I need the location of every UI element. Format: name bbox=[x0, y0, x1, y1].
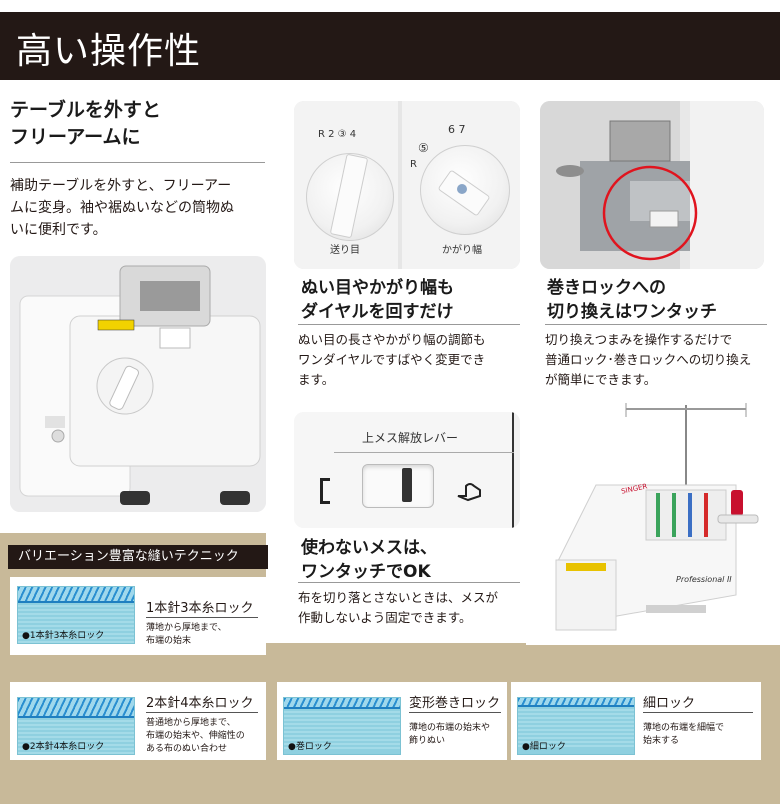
fabric-swatch: ●巻ロック bbox=[283, 697, 401, 755]
fabric-swatch: ●細ロック bbox=[517, 697, 635, 755]
technique-name: 2本針4本糸ロック bbox=[146, 696, 254, 711]
rolled-hem-body: 切り換えつまみを操作するだけで 普通ロック･巻きロックへの切り換え が簡単にでき… bbox=[545, 332, 752, 387]
knife-heading-overlay: 使わないメスは、 ワンタッチでOK bbox=[301, 538, 437, 582]
free-arm-body: 補助テーブルを外すと、フリーアー ムに変身。袖や裾ぬいなどの筒物ぬ いに便利です… bbox=[10, 178, 234, 238]
technique-name: 1本針3本糸ロック bbox=[146, 601, 254, 616]
free-arm-photo bbox=[10, 256, 266, 512]
technique-desc: 薄地の布端を細幅で 始末する bbox=[643, 723, 725, 746]
rolled-hem-heading: 巻きロックへの 切り換えはワンタッチ bbox=[547, 278, 717, 322]
knife-engaged-icon bbox=[320, 478, 330, 504]
page-header: 高い操作性 bbox=[0, 12, 780, 80]
overlock-width-label: かがり幅 bbox=[442, 245, 482, 256]
divider bbox=[298, 582, 520, 583]
overlock-width-mark-r: R bbox=[410, 159, 417, 170]
divider bbox=[334, 452, 514, 453]
stitch-length-label: 送り目 bbox=[330, 245, 360, 256]
knife-text-backdrop bbox=[266, 533, 526, 643]
rolled-hem-photo bbox=[540, 101, 764, 269]
page-title: 高い操作性 bbox=[16, 31, 202, 72]
free-arm-heading: テーブルを外すと フリーアームに bbox=[10, 99, 161, 148]
fabric-swatch: ●2本針4本糸ロック bbox=[17, 697, 135, 755]
dial-body: ぬい目の長さやかがり幅の調節も ワンダイヤルですばやく変更でき ます。 bbox=[298, 332, 486, 387]
overlock-width-panel: 6 7 ⑤ R かがり幅 bbox=[402, 101, 520, 269]
overlock-width-marks: 6 7 bbox=[448, 123, 466, 136]
hand-icon bbox=[456, 476, 482, 502]
stitch-length-panel: R 2 ③ 4 送り目 bbox=[294, 101, 398, 269]
divider bbox=[146, 712, 258, 713]
knife-release-lever[interactable] bbox=[362, 464, 434, 508]
divider bbox=[298, 324, 520, 325]
knife-body-overlay: 布を切り落とさないときは、メスが 作動しないよう固定できます。 bbox=[298, 590, 499, 625]
dial-heading: ぬい目やかがり幅も ダイヤルを回すだけ bbox=[301, 278, 454, 322]
stitch-length-marks: R 2 ③ 4 bbox=[318, 129, 357, 140]
divider bbox=[545, 324, 767, 325]
technique-name: 細ロック bbox=[643, 696, 696, 711]
rolled-stitch bbox=[284, 698, 400, 709]
knife-lever-label: 上メス解放レバー bbox=[362, 431, 459, 445]
technique-desc: 普通地から厚地まで、 布端の始末や、伸縮性の ある布のぬい合わせ bbox=[146, 718, 245, 754]
techniques-title: バリエーション豊富な縫いテクニック bbox=[8, 545, 268, 569]
knife-lever-knob[interactable] bbox=[402, 468, 412, 502]
overlock-width-mark-5: ⑤ bbox=[418, 141, 429, 155]
serger-machine-illustration bbox=[555, 403, 759, 631]
divider bbox=[10, 162, 265, 163]
divider bbox=[146, 617, 258, 618]
divider bbox=[643, 712, 753, 713]
knife-lever-photo: 上メス解放レバー bbox=[294, 412, 520, 528]
fabric-swatch: ●1本針3本糸ロック bbox=[17, 586, 135, 644]
overlock-stitch bbox=[18, 698, 134, 718]
dial-screw-icon bbox=[457, 184, 467, 194]
swatch-caption: ●1本針3本糸ロック bbox=[22, 631, 105, 641]
swatch-caption: ●細ロック bbox=[522, 742, 566, 752]
divider bbox=[409, 712, 501, 713]
swatch-caption: ●巻ロック bbox=[288, 742, 332, 752]
technique-desc: 薄地から厚地まで、 布端の始末 bbox=[146, 623, 227, 646]
technique-desc: 薄地の布端の始末や 飾りぬい bbox=[409, 723, 491, 746]
serger-machine-photo: SINGER Professional II bbox=[526, 395, 780, 645]
narrow-stitch bbox=[518, 698, 634, 707]
serger-free-arm-illustration bbox=[10, 256, 266, 512]
technique-name: 変形巻きロック bbox=[409, 696, 501, 711]
swatch-caption: ●2本針4本糸ロック bbox=[22, 742, 105, 752]
overlock-stitch bbox=[18, 587, 134, 603]
rolled-hem-lever-illustration bbox=[540, 101, 764, 269]
dial-photo: R 2 ③ 4 送り目 6 7 ⑤ R かがり幅 bbox=[294, 101, 520, 269]
model-name: Professional II bbox=[676, 575, 732, 584]
